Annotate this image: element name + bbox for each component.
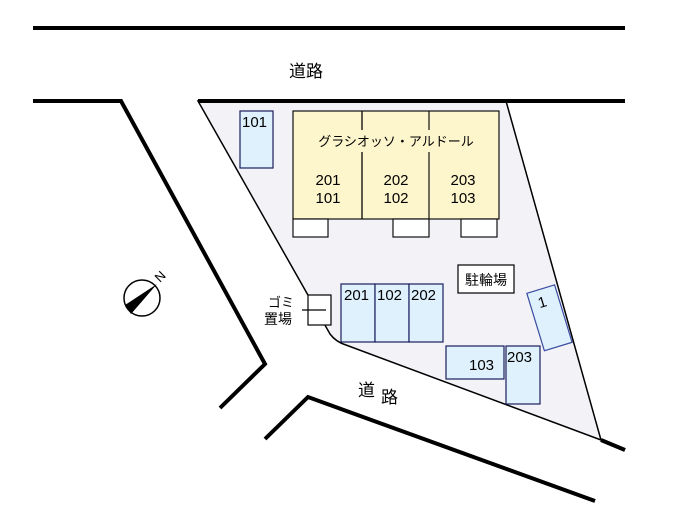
parking-space-102 — [374, 283, 410, 343]
south-road-top-edge-extension — [600, 438, 626, 452]
bicycle-parking-label: 駐輪場 — [465, 272, 507, 289]
entrance-stoop-1 — [292, 218, 329, 238]
parking-label-102: 102 — [377, 287, 402, 304]
garbage-label-1: ゴミ — [268, 295, 294, 311]
entrance-stoop-3 — [460, 218, 498, 238]
garbage-area: ゴミ 置場 — [264, 294, 332, 328]
south-road-label-2: 路 — [381, 388, 398, 408]
unit-3-upper: 203 — [450, 172, 475, 189]
garbage-label-2: 置場 — [264, 312, 292, 328]
south-road-label-1: 道 — [358, 381, 375, 401]
parking-label-201: 201 — [344, 287, 369, 304]
north-letter: N — [152, 268, 169, 285]
parking-space-202 — [408, 283, 444, 343]
building-name: グラシオッソ・アルドール — [318, 135, 474, 150]
north-arrow-compass-icon: N — [123, 268, 169, 317]
parking-label-203: 203 — [507, 349, 532, 366]
north-road-label: 道路 — [289, 62, 323, 82]
unit-2-upper: 202 — [383, 172, 408, 189]
parking-label-103: 103 — [469, 357, 494, 374]
bicycle-parking: 駐輪場 — [457, 264, 515, 294]
west-road-edge — [33, 99, 268, 410]
parking-row-middle: 201 102 202 — [340, 283, 444, 343]
parking-space-1: 1 — [526, 284, 573, 352]
parking-space-101-top: 101 — [239, 110, 274, 169]
unit-1-lower: 101 — [315, 190, 340, 207]
entrance-stoop-2 — [392, 218, 430, 238]
parking-row-bottom: 103 203 — [445, 345, 541, 405]
road-lines — [33, 26, 626, 503]
parking-label: 101 — [242, 114, 267, 131]
parking-space-203 — [505, 345, 541, 405]
parking-label-202: 202 — [411, 287, 436, 304]
unit-1-upper: 201 — [315, 172, 340, 189]
unit-3-lower: 103 — [450, 190, 475, 207]
south-road-bottom-edge — [263, 394, 596, 503]
parking-space-103 — [445, 345, 505, 380]
unit-2-lower: 102 — [383, 190, 408, 207]
apartment-building: グラシオッソ・アルドール 201 101 202 102 203 103 — [292, 110, 500, 238]
